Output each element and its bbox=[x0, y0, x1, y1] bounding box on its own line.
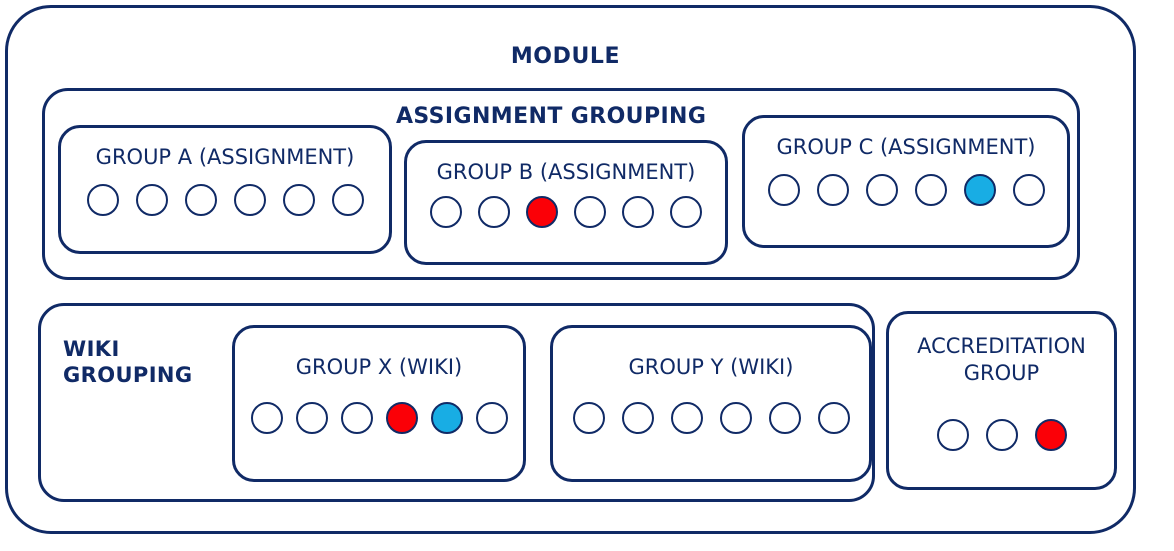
group-card-b[interactable]: GROUP B (ASSIGNMENT) bbox=[404, 140, 728, 265]
wiki-grouping-container bbox=[38, 303, 875, 502]
assignment-grouping-container bbox=[42, 88, 1080, 280]
group-member[interactable] bbox=[914, 174, 947, 206]
group-member[interactable] bbox=[295, 402, 328, 434]
group-title-a: GROUP A (ASSIGNMENT) bbox=[95, 145, 355, 169]
group-card-x[interactable]: GROUP X (WIKI) bbox=[232, 325, 526, 482]
module-container bbox=[5, 5, 1136, 534]
group-member[interactable] bbox=[385, 402, 418, 434]
group-member[interactable] bbox=[86, 184, 119, 216]
group-member[interactable] bbox=[340, 402, 373, 434]
group-members-a bbox=[86, 184, 364, 216]
group-member[interactable] bbox=[475, 402, 508, 434]
group-card-y[interactable]: GROUP Y (WIKI) bbox=[550, 325, 872, 482]
group-member[interactable] bbox=[963, 174, 996, 206]
group-member[interactable] bbox=[719, 402, 752, 434]
group-members-x bbox=[250, 402, 508, 434]
group-member[interactable] bbox=[184, 184, 217, 216]
group-member[interactable] bbox=[574, 196, 606, 228]
group-member[interactable] bbox=[622, 196, 654, 228]
group-member[interactable] bbox=[670, 196, 702, 228]
group-title-y: GROUP Y (WIKI) bbox=[628, 355, 794, 379]
assignment-grouping-title: ASSIGNMENT GROUPING bbox=[396, 104, 707, 129]
group-member[interactable] bbox=[282, 184, 315, 216]
group-member[interactable] bbox=[478, 196, 510, 228]
group-member[interactable] bbox=[985, 419, 1018, 451]
group-title-x: GROUP X (WIKI) bbox=[295, 355, 463, 379]
group-member[interactable] bbox=[331, 184, 364, 216]
accreditation-group-card[interactable]: ACCREDITATION GROUP bbox=[886, 311, 1117, 490]
group-member[interactable] bbox=[233, 184, 266, 216]
group-member[interactable] bbox=[1034, 419, 1067, 451]
group-member[interactable] bbox=[430, 402, 463, 434]
accreditation-group-title: ACCREDITATION GROUP bbox=[917, 334, 1086, 385]
group-member[interactable] bbox=[670, 402, 703, 434]
group-member[interactable] bbox=[135, 184, 168, 216]
group-member[interactable] bbox=[767, 174, 800, 206]
wiki-grouping-title: WIKI GROUPING bbox=[63, 336, 193, 388]
group-member[interactable] bbox=[1012, 174, 1045, 206]
wiki-grouping-title-line-2: GROUPING bbox=[63, 363, 193, 387]
wiki-grouping-title-line-1: WIKI bbox=[63, 337, 120, 361]
group-member[interactable] bbox=[430, 196, 462, 228]
group-member[interactable] bbox=[865, 174, 898, 206]
group-title-c: GROUP C (ASSIGNMENT) bbox=[776, 135, 1036, 159]
group-member[interactable] bbox=[526, 196, 558, 228]
group-members-y bbox=[572, 402, 850, 434]
group-members-b bbox=[430, 196, 702, 228]
group-member[interactable] bbox=[250, 402, 283, 434]
group-card-a[interactable]: GROUP A (ASSIGNMENT) bbox=[58, 125, 392, 254]
group-member[interactable] bbox=[936, 419, 969, 451]
group-member[interactable] bbox=[621, 402, 654, 434]
group-members-c bbox=[767, 174, 1045, 206]
group-member[interactable] bbox=[572, 402, 605, 434]
group-member[interactable] bbox=[817, 402, 850, 434]
accreditation-group-members bbox=[936, 419, 1067, 451]
group-title-b: GROUP B (ASSIGNMENT) bbox=[436, 160, 696, 184]
module-title: MODULE bbox=[510, 44, 621, 69]
group-member[interactable] bbox=[768, 402, 801, 434]
group-member[interactable] bbox=[816, 174, 849, 206]
group-card-c[interactable]: GROUP C (ASSIGNMENT) bbox=[742, 115, 1070, 248]
